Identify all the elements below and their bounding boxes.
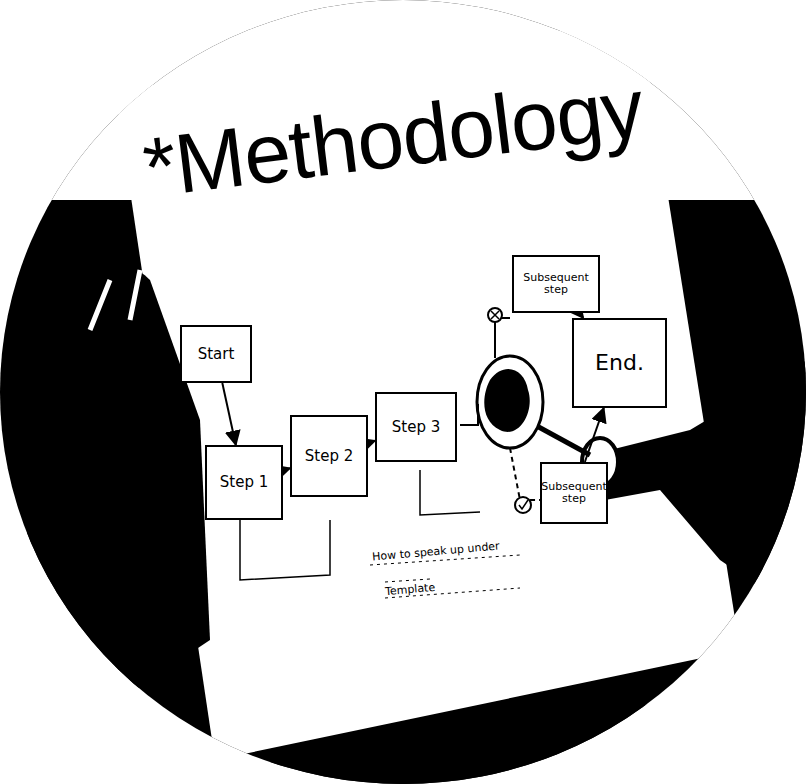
process-box: End. xyxy=(572,318,667,408)
highlight-circle xyxy=(477,356,543,448)
cross-mark xyxy=(491,311,499,319)
leader-line xyxy=(510,448,540,500)
process-box: Start xyxy=(180,325,252,383)
paper-sheet xyxy=(115,20,740,760)
flow-arrow xyxy=(368,441,375,443)
process-box: Subsequent step xyxy=(512,255,600,313)
cross-mark xyxy=(488,308,502,322)
box-text: Start xyxy=(198,346,235,363)
process-box: Step 1 xyxy=(205,445,283,520)
bracket-line xyxy=(420,470,480,515)
box-text: Step 1 xyxy=(220,474,268,491)
flow-arrow xyxy=(585,408,604,462)
box-text: Subsequent step xyxy=(541,481,606,505)
flow-arrow xyxy=(222,383,236,445)
box-text: Step 2 xyxy=(305,448,353,465)
process-box: Step 3 xyxy=(375,392,457,462)
process-box: Subsequent step xyxy=(540,462,608,524)
check-mark xyxy=(515,497,531,513)
pen-pointer xyxy=(535,425,590,455)
box-text: End. xyxy=(595,351,644,375)
process-box: Step 2 xyxy=(290,415,368,497)
leader-line xyxy=(495,318,510,358)
table-edge xyxy=(220,680,807,784)
check-mark xyxy=(519,500,528,509)
box-text: Step 3 xyxy=(392,419,440,436)
scribble-blob xyxy=(484,369,529,432)
flow-arrow xyxy=(283,468,290,470)
leader-line xyxy=(460,404,478,425)
finger-highlight xyxy=(90,270,140,330)
box-text: Subsequent step xyxy=(517,272,595,296)
bracket-line xyxy=(240,520,330,580)
